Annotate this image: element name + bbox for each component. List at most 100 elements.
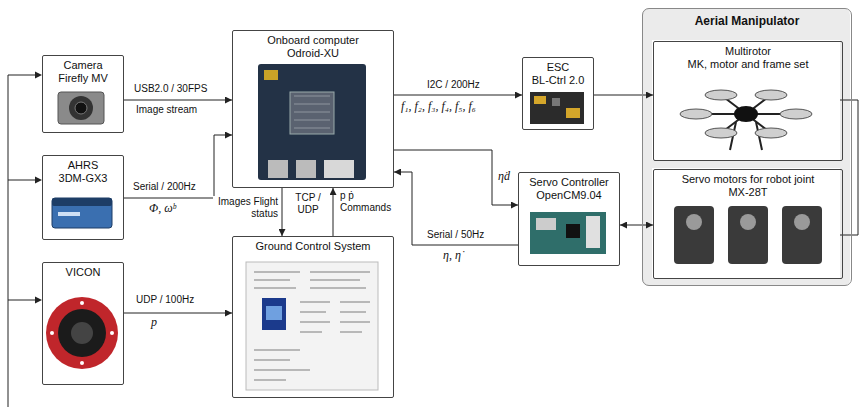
vicon-led: [110, 331, 114, 335]
signal-note: Image stream: [135, 104, 198, 116]
component-box: AHRS3DM-GX3: [42, 155, 124, 240]
text-group: MultirotorMK, motor and frame set: [654, 42, 842, 71]
box-title: Onboard computer: [236, 34, 390, 47]
box-title: Servo motors for robot joint: [657, 173, 839, 186]
signal-arrow: [333, 188, 334, 236]
camera-picture: [58, 92, 104, 124]
text-group: ESCBL-Ctrl 2.0: [523, 58, 593, 87]
feedback-wire: [8, 75, 40, 300]
box-subtitle: OpenCM9.04: [522, 189, 616, 202]
controller-part: [586, 216, 600, 248]
signal-label: Serial / 50Hz: [426, 229, 485, 241]
servo: [674, 206, 714, 264]
screen-lines: [300, 302, 370, 332]
text-group: VICON: [43, 263, 123, 279]
text-group: Onboard computerOdroid-XU: [233, 31, 393, 60]
sensor-body: [52, 198, 112, 228]
text-group: Aerial Manipulator: [643, 9, 851, 29]
signal-label: I2C / 200Hz: [426, 79, 481, 91]
signal-label: USB2.0 / 30FPS: [133, 83, 208, 95]
box-title: VICON: [46, 266, 120, 279]
box-title: Servo Controller: [522, 176, 616, 189]
servo-picture: [674, 206, 822, 264]
sensor-mark: [58, 212, 80, 216]
screen-lines: [254, 350, 310, 380]
controller-board: [530, 212, 606, 254]
signal-label: η̇d: [497, 170, 511, 183]
signal-label: Images Flight status: [213, 196, 279, 220]
signal-arrow: [124, 313, 232, 314]
box-fill: [652, 40, 840, 160]
port: [268, 160, 288, 178]
box-fill: [652, 168, 840, 278]
box-subtitle: Odroid-XU: [236, 47, 390, 60]
camera-lens: [69, 96, 93, 120]
box-title: Camera: [46, 59, 120, 72]
servo-horn: [740, 214, 756, 230]
heatsink-fins: [294, 96, 330, 128]
arrowhead: [35, 297, 42, 304]
gcs-screenshot: [246, 262, 378, 390]
esc-picture: [530, 92, 584, 124]
camera-lens: [75, 102, 87, 114]
sensor-band: [52, 198, 112, 206]
text-group: AHRS3DM-GX3: [43, 156, 123, 185]
component-box: Ground Control System: [232, 236, 394, 398]
signal-label: Serial / 200Hz: [132, 181, 197, 193]
arrowhead: [35, 72, 42, 79]
heatsink: [290, 92, 334, 134]
signal-arrow: [594, 95, 653, 96]
signal-symbol: Φ, ωᵇ: [148, 202, 177, 215]
component-box: Servo motors for robot jointMX-28T: [653, 169, 843, 279]
board-picture: [258, 64, 366, 180]
text-group: Servo ControllerOpenCM9.04: [519, 173, 619, 202]
multirotor-picture: [680, 90, 812, 150]
drone-body: [734, 106, 758, 122]
arrowhead: [35, 72, 42, 304]
component-box: CameraFirefly MV: [42, 55, 124, 133]
box-subtitle: BL-Ctrl 2.0: [526, 74, 590, 87]
esc-part: [566, 108, 580, 118]
text-group: Servo motors for robot jointMX-28T: [654, 170, 842, 199]
vicon-led: [80, 301, 84, 305]
esc-part: [534, 96, 546, 104]
signal-symbol: η, η̇: [442, 249, 462, 262]
screen-image: [266, 306, 282, 320]
ahrs-picture: [52, 198, 112, 228]
camera-body: [58, 92, 104, 124]
signal-arrow: [282, 188, 283, 236]
vicon-ring: [46, 297, 118, 369]
signal-arrow: [124, 135, 232, 198]
screen: [246, 262, 378, 390]
vicon-lens: [58, 309, 106, 357]
signal-symbol: p: [150, 316, 158, 329]
esc-part: [552, 98, 560, 106]
box-title: Ground Control System: [236, 240, 390, 253]
rotor: [705, 128, 737, 138]
servo-horn: [686, 214, 702, 230]
signal-label: UDP / 100Hz: [135, 294, 195, 306]
vicon-picture: [46, 297, 118, 369]
screen-lines: [254, 272, 370, 288]
box-title: AHRS: [46, 159, 120, 172]
signal-arrow: [394, 150, 518, 205]
controller-part: [536, 218, 556, 230]
group-panel: Aerial ManipulatorMultirotorMK, motor an…: [642, 8, 852, 286]
component-box: MultirotorMK, motor and frame set: [653, 41, 843, 161]
box-title: Aerial Manipulator: [646, 14, 848, 29]
box-title: ESC: [526, 61, 590, 74]
component-box: Servo ControllerOpenCM9.04: [518, 172, 620, 266]
component-box: VICON: [42, 262, 124, 385]
box-title: Multirotor: [657, 45, 839, 58]
signal-arrow: [394, 172, 518, 245]
text-group: Ground Control System: [233, 237, 393, 253]
vicon-led: [50, 331, 54, 335]
vicon-lens: [71, 322, 93, 344]
screen-lines: [254, 272, 370, 380]
text-group: CameraFirefly MV: [43, 56, 123, 85]
signal-arrow: [124, 100, 232, 101]
rotor: [680, 109, 712, 119]
component-box: ESCBL-Ctrl 2.0: [522, 57, 594, 130]
signal-arrow: [394, 95, 522, 96]
